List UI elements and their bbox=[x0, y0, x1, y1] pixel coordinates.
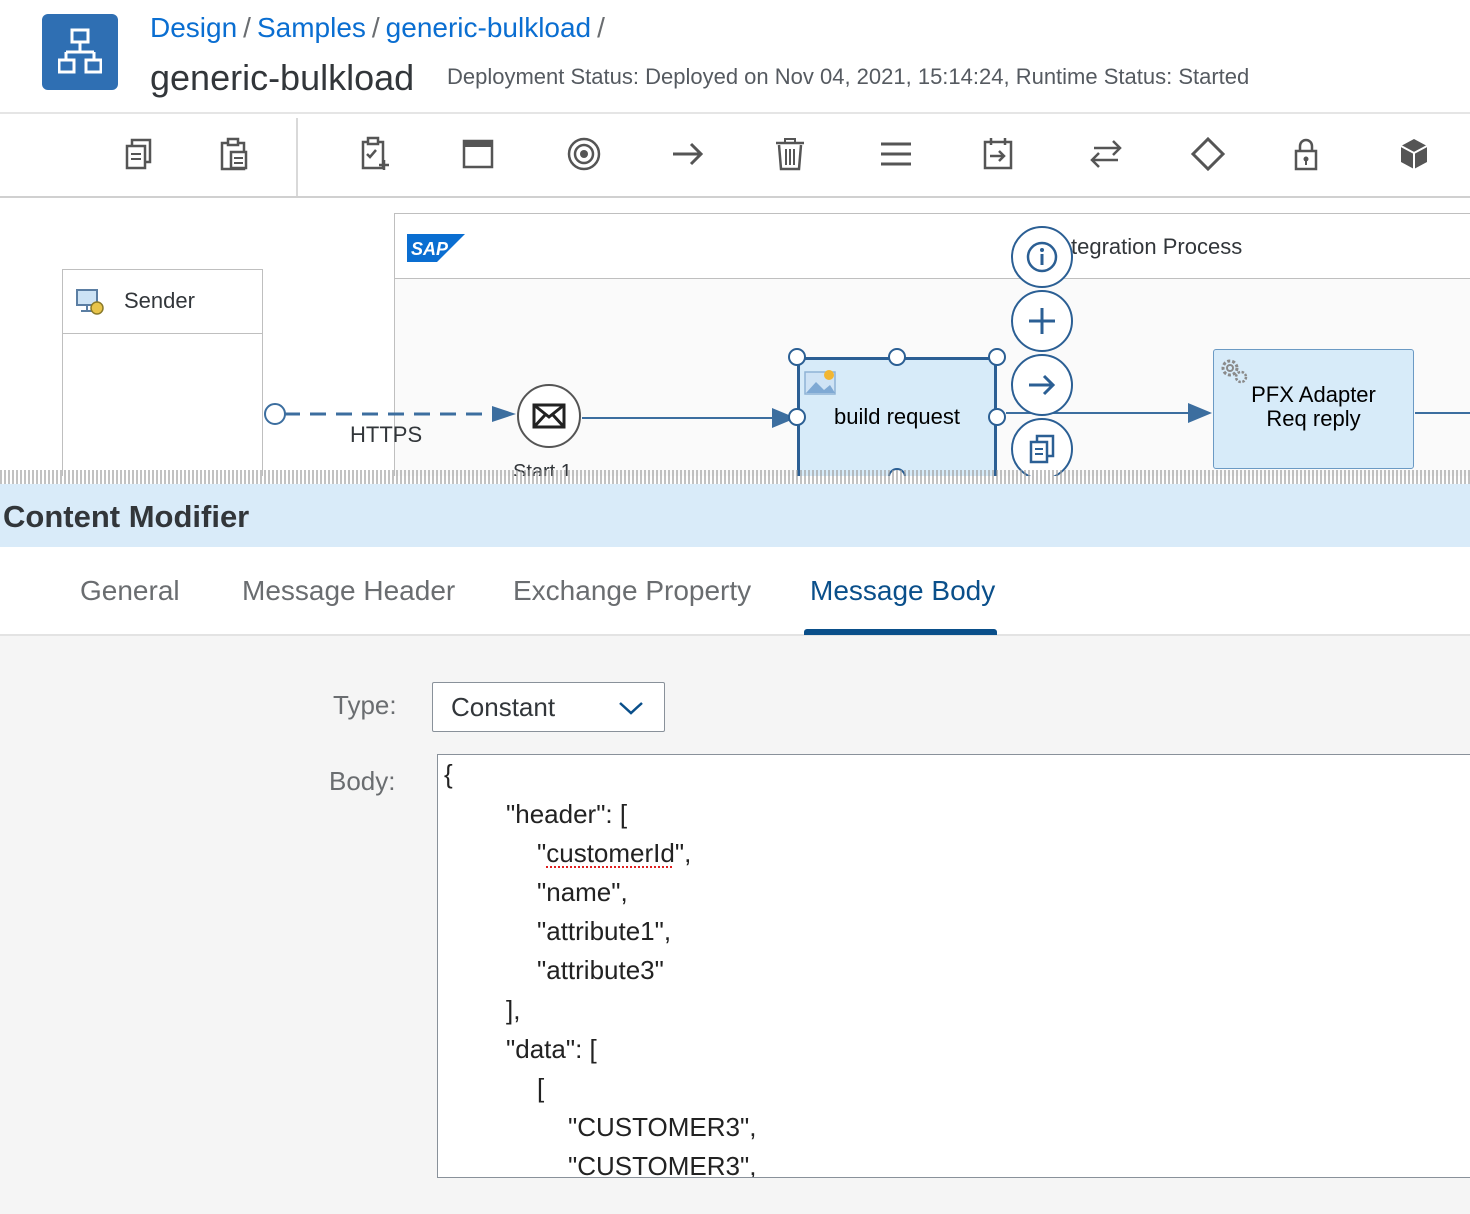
code-line: { bbox=[444, 759, 453, 789]
resize-handle[interactable] bbox=[788, 408, 806, 426]
envelope-icon bbox=[532, 403, 566, 429]
info-icon[interactable] bbox=[1011, 226, 1073, 288]
type-select-value: Constant bbox=[451, 692, 556, 722]
code-line: "attribute3" bbox=[537, 955, 664, 985]
panel-splitter[interactable] bbox=[0, 470, 1470, 484]
type-select[interactable]: Constant bbox=[432, 682, 665, 732]
body-label: Body: bbox=[329, 766, 396, 796]
body-editor[interactable]: { "header": [ "customerId", "name", "att… bbox=[437, 754, 1470, 1178]
sender-label: Sender bbox=[124, 288, 195, 313]
toolbar-divider bbox=[296, 118, 298, 196]
connect-arrow-icon[interactable] bbox=[1011, 354, 1073, 416]
window-icon[interactable] bbox=[458, 134, 498, 174]
service-gear-icon bbox=[1221, 359, 1248, 384]
palette-toolbar bbox=[0, 112, 1470, 198]
exchange-icon[interactable] bbox=[1086, 134, 1126, 174]
breadcrumb-samples[interactable]: Samples bbox=[256, 12, 366, 43]
resize-handle[interactable] bbox=[788, 348, 806, 366]
deployment-status: Deployment Status: Deployed on Nov 04, 2… bbox=[447, 64, 1250, 89]
pool-header: SAP tegration Process bbox=[395, 214, 1470, 279]
paste-icon[interactable] bbox=[214, 134, 254, 174]
quote-close: ", bbox=[674, 838, 692, 868]
page-title: generic-bulkload bbox=[150, 57, 415, 98]
process-canvas: SAP tegration Process Sender HTTPS bbox=[0, 198, 1470, 476]
code-line: [ bbox=[537, 1073, 545, 1103]
arrow-head-icon bbox=[492, 406, 516, 422]
breadcrumb-separator: / bbox=[243, 12, 251, 43]
code-line: "customerId", bbox=[537, 838, 691, 869]
quote-open: " bbox=[537, 838, 547, 868]
code-line: "attribute1", bbox=[537, 916, 672, 946]
sender-header: Sender bbox=[63, 270, 262, 334]
delete-icon[interactable] bbox=[770, 134, 810, 174]
code-line: "CUSTOMER3", bbox=[568, 1112, 757, 1142]
code-line: ], bbox=[506, 995, 521, 1025]
pfx-adapter-task[interactable]: PFX Adapter Req reply bbox=[1213, 349, 1414, 469]
resize-handle[interactable] bbox=[988, 408, 1006, 426]
tab-general[interactable]: General bbox=[80, 575, 180, 606]
code-line: "header": [ bbox=[506, 799, 628, 829]
pfx-adapter-label: PFX Adapter Req reply bbox=[1214, 383, 1413, 431]
arrow-head-icon bbox=[772, 408, 796, 428]
message-body-form: Type: Constant Body: { "header": [ "cust… bbox=[0, 636, 1470, 1214]
flow-connectors bbox=[264, 403, 1470, 428]
integration-flow-app-icon bbox=[42, 14, 118, 90]
type-label: Type: bbox=[333, 690, 397, 720]
gateway-icon[interactable] bbox=[1188, 134, 1228, 174]
code-line: "data": [ bbox=[506, 1034, 597, 1064]
properties-panel-header: Content Modifier bbox=[0, 484, 1470, 547]
breadcrumb-separator: / bbox=[597, 12, 605, 43]
flow-start-handle[interactable] bbox=[264, 403, 286, 425]
content-modifier-icon bbox=[804, 370, 836, 395]
breadcrumb-design[interactable]: Design bbox=[150, 12, 238, 43]
pfx-adapter-label-line2: Req reply bbox=[1266, 406, 1361, 431]
copy-icon[interactable] bbox=[120, 134, 160, 174]
package-icon[interactable] bbox=[1394, 134, 1434, 174]
spellcheck-word: customerId bbox=[546, 838, 675, 868]
lock-icon[interactable] bbox=[1286, 134, 1326, 174]
arrow-right-icon[interactable] bbox=[668, 134, 708, 174]
tab-exchange-property[interactable]: Exchange Property bbox=[513, 575, 752, 606]
svg-text:SAP: SAP bbox=[411, 239, 449, 259]
properties-tabs: General Message Header Exchange Property… bbox=[0, 547, 1470, 636]
arrow-head-icon bbox=[1188, 403, 1212, 423]
breadcrumb: Design/Samples/generic-bulkload/ bbox=[150, 12, 611, 44]
code-line: "CUSTOMER3", bbox=[568, 1151, 757, 1178]
import-icon[interactable] bbox=[978, 134, 1018, 174]
copy-icon[interactable] bbox=[1011, 418, 1073, 476]
tab-message-header[interactable]: Message Header bbox=[242, 575, 456, 606]
connection-label: HTTPS bbox=[350, 422, 423, 447]
resize-handle[interactable] bbox=[988, 348, 1006, 366]
active-tab-indicator bbox=[804, 629, 997, 635]
build-request-label: build request bbox=[834, 404, 960, 429]
sender-participant[interactable]: Sender bbox=[62, 269, 263, 476]
menu-icon[interactable] bbox=[876, 134, 916, 174]
breadcrumb-generic-bulkload[interactable]: generic-bulkload bbox=[385, 12, 592, 43]
breadcrumb-separator: / bbox=[371, 12, 380, 43]
code-line: "name", bbox=[537, 877, 628, 907]
chevron-down-icon bbox=[619, 702, 643, 715]
sap-logo-icon: SAP bbox=[407, 234, 465, 262]
add-checklist-icon[interactable] bbox=[356, 134, 396, 174]
resize-handle[interactable] bbox=[888, 348, 906, 366]
target-icon[interactable] bbox=[564, 134, 604, 174]
panel-title: Content Modifier bbox=[3, 499, 250, 534]
pfx-adapter-label-line1: PFX Adapter bbox=[1251, 382, 1376, 407]
start-event[interactable] bbox=[517, 384, 581, 448]
pool-label: tegration Process bbox=[1071, 234, 1243, 259]
tab-message-body[interactable]: Message Body bbox=[810, 575, 996, 606]
add-icon[interactable] bbox=[1011, 290, 1073, 352]
build-request-task[interactable]: build request bbox=[797, 357, 997, 476]
sender-system-icon bbox=[76, 289, 104, 315]
app-header: Design/Samples/generic-bulkload/ generic… bbox=[0, 0, 1470, 112]
